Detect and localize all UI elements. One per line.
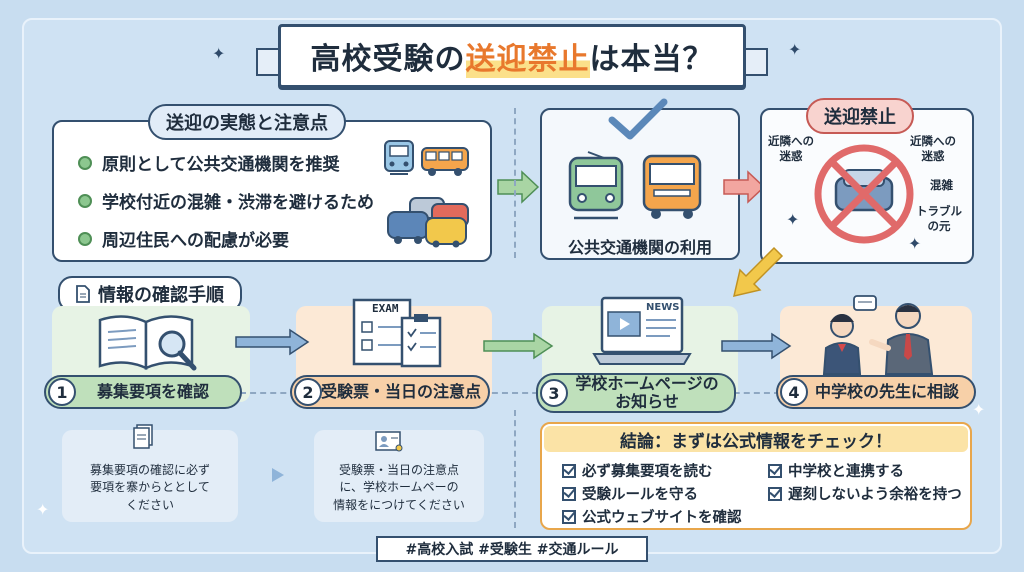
sparkle-icon: ✦: [36, 500, 50, 519]
conclusion-item: 受験ルールを守る: [562, 483, 698, 504]
step-4-number: 4: [780, 378, 808, 406]
conclusion-heading-bar: [544, 426, 968, 452]
checkbox-icon: [562, 463, 576, 478]
arrow-right-icon: [497, 170, 540, 204]
divider: [514, 410, 516, 528]
train-icon: [384, 140, 414, 175]
laptop-news-icon: [592, 296, 692, 365]
public-transport-caption: 公共交通機関の利用: [567, 238, 712, 257]
checkmark-icon: [608, 98, 668, 140]
conclusion-heading: 結論：まずは公式情報をチェック！: [620, 432, 892, 452]
bullet-dot-icon: [78, 193, 92, 208]
sparkle-icon: ✦: [908, 234, 922, 253]
book-magnifier-icon: [98, 315, 197, 371]
checkbox-icon: [768, 486, 782, 501]
step-3-number: 3: [540, 379, 568, 407]
step-3-label: 学校ホームページの お知らせ: [536, 373, 736, 413]
step-1-number: 1: [48, 378, 76, 406]
step-1-label: 募集要項を確認: [44, 375, 242, 409]
title-prefix: 高校受験の: [310, 42, 466, 77]
arrow-right-icon: [272, 468, 284, 482]
exam-sheet-icon: [352, 298, 442, 368]
ban-reason-label: 近隣への 迷惑: [910, 134, 956, 163]
checkbox-icon: [562, 486, 576, 501]
arrow-right-icon: [483, 332, 554, 360]
reality-bullet: 学校付近の混雑・渋滞を避けるため: [78, 188, 374, 213]
checkbox-icon: [562, 509, 576, 524]
checkbox-icon: [768, 463, 782, 478]
id-card-icon: [375, 431, 403, 452]
ban-reason-label: 近隣への 迷惑: [768, 134, 814, 163]
step-2-label: 受験票・当日の注意点: [290, 375, 490, 409]
arrow-down-left-icon: [732, 246, 784, 298]
arrow-right-icon: [235, 328, 310, 356]
divider: [514, 108, 516, 258]
bullet-dot-icon: [78, 155, 92, 170]
bullet-dot-icon: [78, 231, 92, 246]
title-suffix: は本当？: [589, 42, 714, 77]
sparkle-icon: ✦: [788, 40, 802, 59]
ban-reason-label: 混雑: [930, 178, 953, 192]
reality-bullet: 周辺住民への配慮が必要: [78, 226, 289, 251]
traffic-cars-icon: [387, 197, 469, 248]
teacher-student-icon: [822, 295, 934, 375]
conclusion-item: 公式ウェブサイトを確認: [562, 506, 742, 527]
title-highlight: 送迎禁止: [465, 34, 590, 78]
sparkle-icon: ✦: [212, 44, 226, 63]
steps-connector: [240, 392, 780, 394]
conclusion-item: 中学校と連携する: [768, 460, 904, 481]
train-icon: [568, 151, 624, 220]
conclusion-item: 遅刻しないよう余裕を持つ: [768, 483, 962, 504]
step-4-label: 中学校の先生に相談: [776, 375, 976, 409]
document-icon: [76, 285, 90, 303]
no-car-icon: [814, 144, 914, 244]
news-label: NEWS: [646, 302, 680, 313]
bus-icon: [421, 147, 469, 176]
sparkle-icon: ✦: [972, 400, 986, 419]
page-title: 高校受験の送迎禁止は本当？: [278, 24, 746, 88]
bus-icon: [642, 154, 702, 219]
note-text-1: 募集要項の確認に必ず 要項を寨からととして ください: [89, 463, 210, 512]
reality-heading: 送迎の実態と注意点: [148, 104, 346, 140]
document-icon: [133, 424, 153, 449]
ban-reason-label: トラブル の元: [916, 204, 962, 233]
reality-bullet: 原則として公共交通機関を推奨: [78, 150, 340, 175]
conclusion-item: 必ず募集要項を読む: [562, 460, 713, 481]
arrow-right-icon: [723, 170, 766, 204]
note-text-2: 受験票・当日の注意点 に、学校ホームペーの 情報をにつけてください: [333, 463, 465, 512]
arrow-right-icon: [721, 332, 792, 360]
sparkle-icon: ✦: [786, 210, 800, 229]
step-2-number: 2: [294, 378, 322, 406]
ban-heading: 送迎禁止: [806, 98, 914, 134]
exam-label: EXAM: [372, 302, 399, 315]
hashtags: #高校入試 #受験生 #交通ルール: [376, 536, 648, 562]
